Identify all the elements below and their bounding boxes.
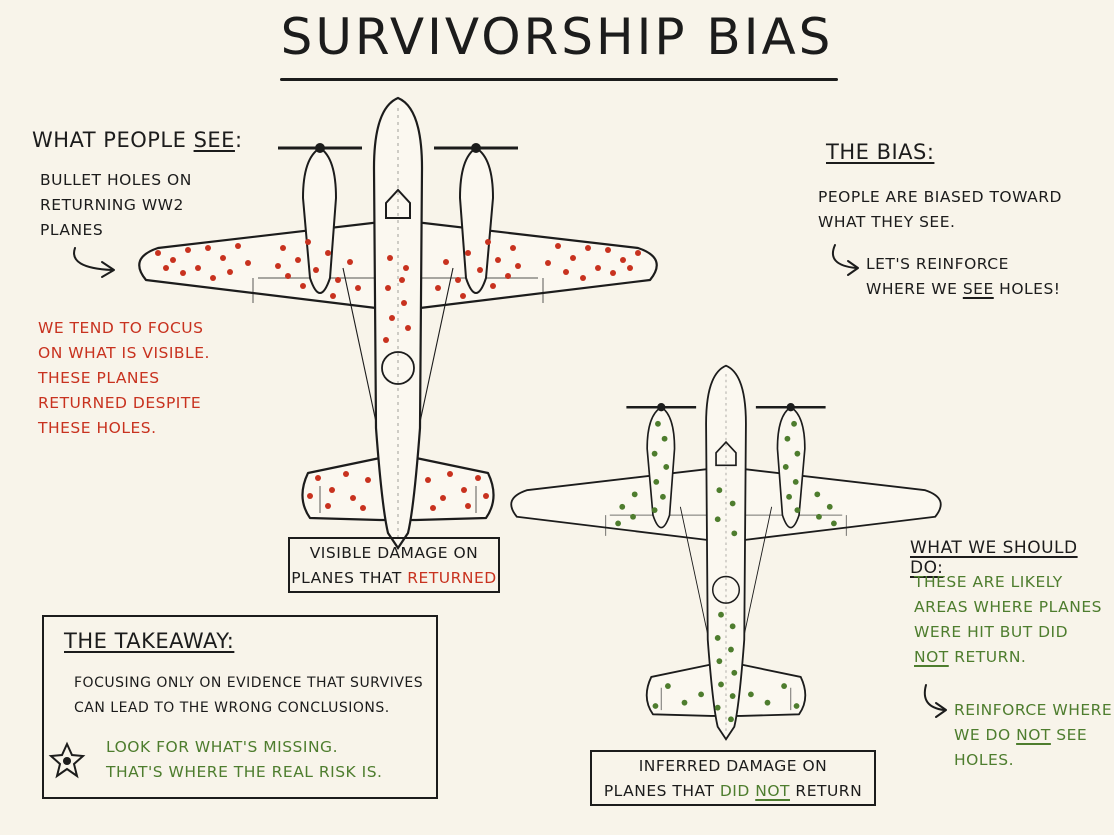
takeaway-text: FOCUSING ONLY ON EVIDENCE THAT SURVIVES … bbox=[74, 675, 424, 716]
title-underline bbox=[280, 78, 838, 81]
see-text: BULLET HOLES ON RETURNING WW2 PLANES bbox=[40, 171, 192, 239]
see-heading: WHAT PEOPLE SEE: bbox=[32, 128, 243, 152]
takeaway-box: THE TAKEAWAY: FOCUSING ONLY ON EVIDENCE … bbox=[42, 615, 438, 799]
bias-note: LET'S REINFORCE WHERE WE SEE HOLES! bbox=[866, 255, 1061, 298]
page-title: SURVIVORSHIP BIAS bbox=[280, 8, 834, 66]
focus-note: WE TEND TO FOCUS ON WHAT IS VISIBLE. THE… bbox=[38, 319, 210, 437]
should-heading: WHAT WE SHOULD DO: bbox=[910, 538, 1078, 578]
should-text: THESE ARE LIKELY AREAS WHERE PLANES WERE… bbox=[914, 573, 1102, 666]
inferred-damage-label: INFERRED DAMAGE ON PLANES THAT DID NOT R… bbox=[590, 750, 876, 806]
should-note: REINFORCE WHERE WE DO NOT SEE HOLES. bbox=[954, 701, 1113, 769]
bias-heading: THE BIAS: bbox=[826, 140, 935, 164]
takeaway-tip: LOOK FOR WHAT'S MISSING. THAT'S WHERE TH… bbox=[106, 738, 383, 781]
star-icon bbox=[48, 741, 86, 779]
arrow-icon bbox=[73, 244, 947, 718]
bias-text: PEOPLE ARE BIASED TOWARD WHAT THEY SEE. bbox=[818, 188, 1062, 231]
takeaway-heading: THE TAKEAWAY: bbox=[64, 629, 235, 653]
visible-damage-label: VISIBLE DAMAGE ON PLANES THAT RETURNED bbox=[288, 537, 500, 593]
